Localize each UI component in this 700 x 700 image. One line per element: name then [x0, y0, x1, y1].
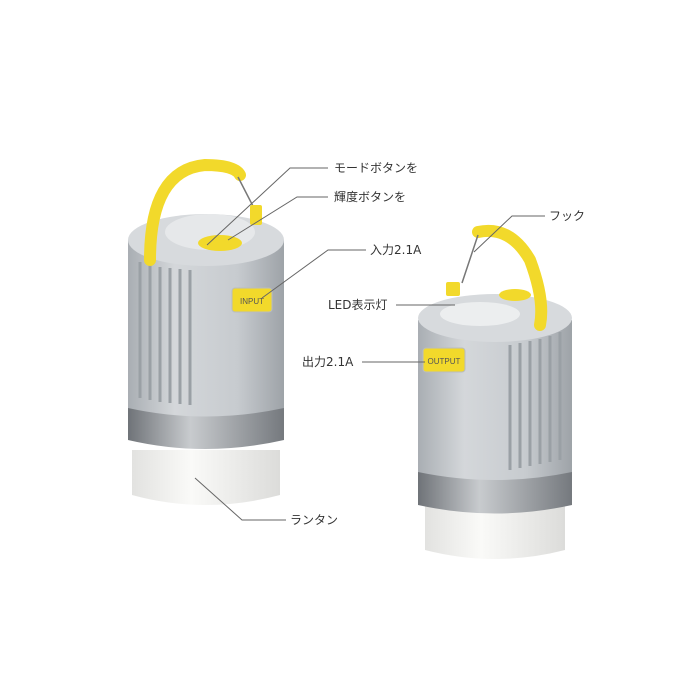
- lantern-base: [132, 450, 280, 505]
- output-port: [422, 347, 466, 373]
- input-port-label: INPUT: [240, 297, 264, 306]
- label-brightness-button: 輝度ボタンを: [334, 190, 407, 204]
- body-ribs: [508, 332, 562, 470]
- led-indicator-panel: [440, 302, 520, 326]
- input-port: [231, 287, 273, 313]
- lantern-left: INPUT: [128, 158, 284, 505]
- label-mode-button: モードボタンを: [334, 161, 419, 175]
- lantern-base: [425, 505, 565, 559]
- label-hook: フック: [549, 209, 586, 223]
- label-lantern: ランタン: [290, 513, 339, 527]
- label-input: 入力2.1A: [370, 243, 422, 257]
- silver-ring: [128, 405, 284, 449]
- callout-lines: [194, 167, 545, 521]
- body-ribs: [138, 262, 192, 405]
- lantern-right: OUTPUT: [418, 224, 572, 559]
- lantern-body: [128, 240, 284, 417]
- label-output: 出力2.1A: [302, 355, 354, 369]
- output-port-label: OUTPUT: [428, 357, 461, 366]
- silver-ring: [418, 470, 572, 514]
- mode-brightness-buttons: [198, 235, 242, 251]
- label-led-indicator: LED表示灯: [328, 298, 388, 312]
- handle: [144, 158, 246, 266]
